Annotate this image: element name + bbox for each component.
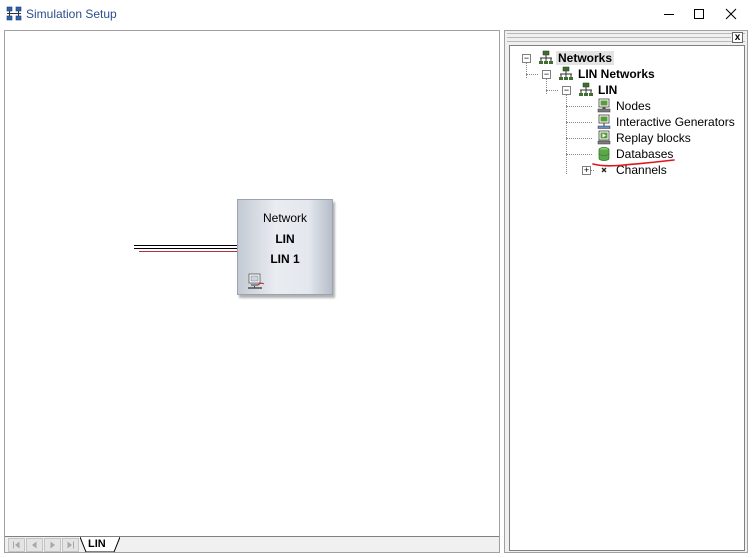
prev-arrow-icon <box>32 541 37 549</box>
network-block-type: Network <box>262 211 307 225</box>
last-arrow-icon <box>67 541 74 549</box>
tree-item-label: LIN Networks <box>578 67 655 81</box>
tree-connector <box>566 122 592 123</box>
tree-item-label: Databases <box>616 147 674 161</box>
prev-tab-button[interactable] <box>26 538 43 552</box>
network-icon <box>579 82 593 96</box>
tree-item-label: Networks <box>556 51 615 65</box>
network-tree-panel: x − Networks − <box>504 30 748 553</box>
tree-item-lin-networks[interactable]: − LIN Networks <box>510 66 740 82</box>
node-icon <box>597 98 611 113</box>
tree-item-label: LIN <box>598 83 618 97</box>
network-tree[interactable]: − Networks − LIN Networks − <box>509 45 745 551</box>
bus-line[interactable] <box>134 245 238 246</box>
network-block-lin-1[interactable]: Network LIN LIN 1 <box>237 199 333 295</box>
collapse-toggle[interactable]: − <box>522 53 531 63</box>
last-tab-button[interactable] <box>62 538 79 552</box>
tree-panel-grip[interactable]: x <box>507 32 745 43</box>
channel-icon <box>601 167 607 173</box>
tree-item-networks[interactable]: − Networks <box>510 50 740 66</box>
generator-icon <box>597 114 611 129</box>
network-block-name: LIN 1 <box>270 252 300 266</box>
tree-connector <box>526 62 527 78</box>
network-icon <box>539 50 553 64</box>
maximize-icon <box>694 9 704 19</box>
next-tab-button[interactable] <box>44 538 61 552</box>
tab-lin[interactable] <box>80 537 120 553</box>
close-icon <box>725 8 737 20</box>
network-block-protocol: LIN <box>275 232 295 246</box>
tree-item-label: Nodes <box>616 99 651 113</box>
sheet-tab-strip: LIN <box>5 536 499 552</box>
minimize-button[interactable] <box>652 0 686 28</box>
red-underline-annotation <box>592 159 675 167</box>
first-tab-button[interactable] <box>8 538 25 552</box>
tree-item-nodes[interactable]: Nodes <box>510 98 740 114</box>
tree-item-label: Replay blocks <box>616 131 691 145</box>
tree-connector <box>546 90 558 91</box>
maximize-button[interactable] <box>682 0 716 28</box>
tree-connector <box>566 154 592 155</box>
panel-close-button[interactable]: x <box>732 32 743 43</box>
minimize-icon <box>664 14 674 15</box>
collapse-toggle[interactable]: − <box>562 85 571 95</box>
network-block-icon <box>248 273 265 289</box>
simulation-canvas[interactable]: Network LIN LIN 1 <box>4 30 500 553</box>
tree-connector <box>566 94 567 174</box>
tree-item-label: Interactive Generators <box>616 115 735 129</box>
title-bar: Simulation Setup <box>0 0 752 28</box>
tab-lin-label: LIN <box>88 538 106 550</box>
bus-line-red[interactable] <box>139 251 238 252</box>
tree-connector <box>566 138 592 139</box>
window-title: Simulation Setup <box>26 7 117 21</box>
tree-connector <box>526 74 538 75</box>
tree-item-replay-blocks[interactable]: Replay blocks <box>510 130 740 146</box>
tree-item-label: Channels <box>616 163 667 177</box>
collapse-toggle[interactable]: − <box>542 69 551 79</box>
tree-item-interactive-generators[interactable]: Interactive Generators <box>510 114 740 130</box>
network-icon <box>559 66 573 80</box>
replay-icon <box>597 130 611 145</box>
expand-toggle[interactable]: + <box>582 165 591 175</box>
network-app-icon <box>6 6 22 21</box>
tree-connector <box>546 78 547 94</box>
tree-connector <box>566 106 592 107</box>
database-icon <box>598 147 610 161</box>
tree-item-databases[interactable]: Databases <box>510 146 740 162</box>
tree-item-lin[interactable]: − LIN <box>510 82 740 98</box>
first-arrow-icon <box>13 541 20 549</box>
next-arrow-icon <box>50 541 55 549</box>
close-button[interactable] <box>714 0 748 28</box>
bus-line[interactable] <box>134 248 238 249</box>
tree-item-channels[interactable]: + Channels <box>510 162 740 178</box>
